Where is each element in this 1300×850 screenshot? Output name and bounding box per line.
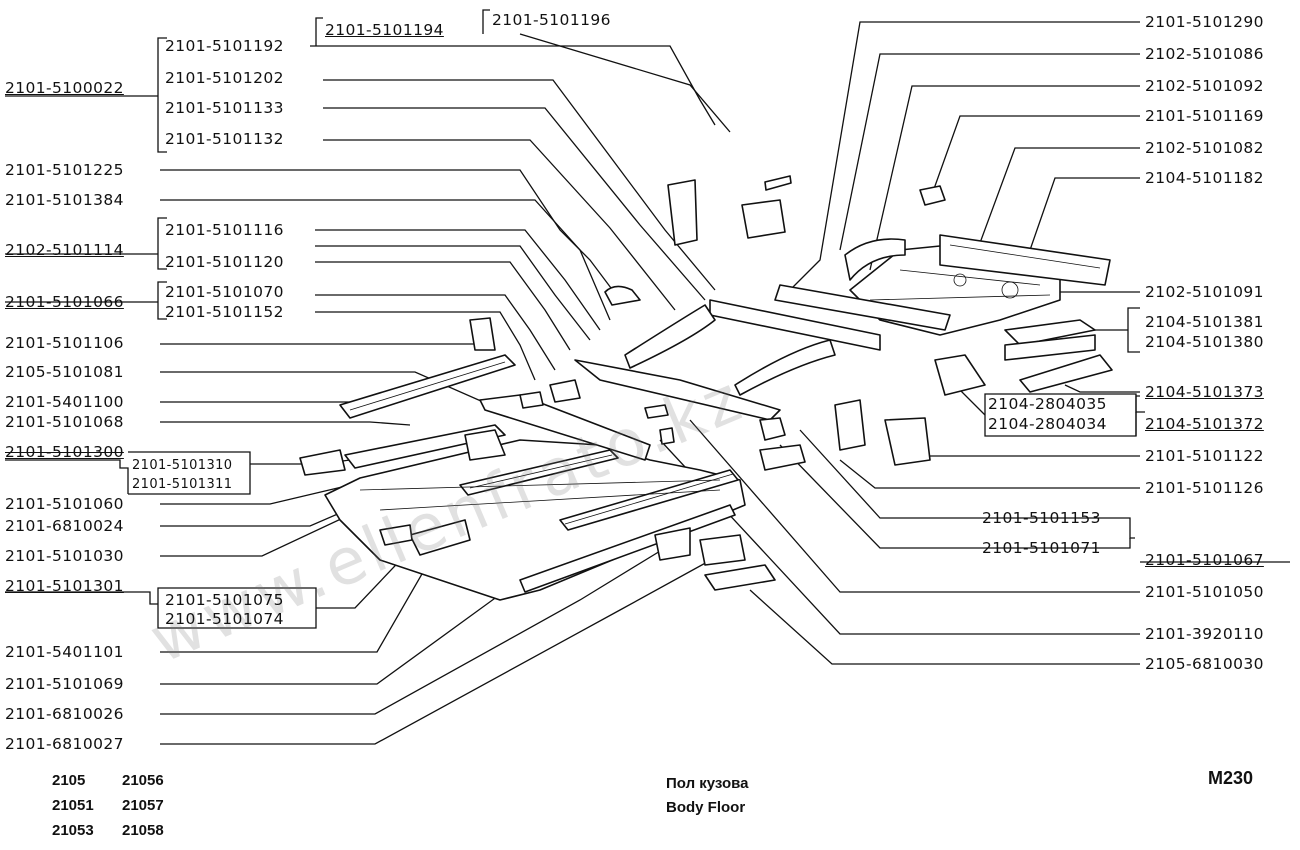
bracket-5101066 [157, 281, 167, 320]
label-2101-3920110: 2101-3920110 [1145, 625, 1264, 643]
label-2104-5101381: 2104-5101381 [1145, 313, 1264, 331]
title-ru: Пол кузова [666, 775, 749, 792]
floor-parts [299, 175, 1113, 601]
label-2105-6810030: 2105-6810030 [1145, 655, 1264, 673]
label-2104-5101372: 2104-5101372 [1145, 415, 1264, 433]
model-21051: 21051 [52, 797, 94, 814]
label-2101-5401100: 2101-5401100 [5, 393, 124, 411]
sill-left-1 [339, 354, 516, 419]
label-2105-5101081: 2105-5101081 [5, 363, 124, 381]
label-2101-5101132: 2101-5101132 [165, 130, 284, 148]
bracket-5100022 [157, 37, 167, 153]
cross-member [479, 394, 651, 461]
label-2101-5101120: 2101-5101120 [165, 253, 284, 271]
label-2102-5101092: 2102-5101092 [1145, 77, 1264, 95]
model-21056: 21056 [122, 772, 164, 789]
label-2102-5101082: 2102-5101082 [1145, 139, 1264, 157]
label-2101-5101300: 2101-5101300 [5, 443, 124, 461]
sill-left-3 [459, 449, 619, 496]
label-2101-5101152: 2101-5101152 [165, 303, 284, 321]
label-2101-5101106: 2101-5101106 [5, 334, 124, 352]
label-2101-5101050: 2101-5101050 [1145, 583, 1264, 601]
label-2101-5101060: 2101-5101060 [5, 495, 124, 513]
figure-code: M230 [1208, 768, 1254, 788]
label-2104-2804035: 2104-2804035 [988, 395, 1107, 413]
label-2104-5101380: 2104-5101380 [1145, 333, 1264, 351]
label-2101-5101169: 2101-5101169 [1145, 107, 1264, 125]
label-2101-5101068: 2101-5101068 [5, 413, 124, 431]
label-2101-6810024: 2101-6810024 [5, 517, 124, 535]
label-2101-5101202: 2101-5101202 [165, 69, 284, 87]
label-2101-5101126: 2101-5101126 [1145, 479, 1264, 497]
bracket-5102114 [157, 217, 167, 270]
sill-right-1 [559, 469, 739, 531]
label-2101-5101074: 2101-5101074 [165, 610, 284, 628]
label-2104-5101373: 2104-5101373 [1145, 383, 1264, 401]
label-2101-5101075: 2101-5101075 [165, 591, 284, 609]
bracket-5101301 [5, 591, 158, 605]
bracket-vertical [667, 179, 698, 246]
bracket-5101300 [5, 459, 129, 494]
label-2101-5101070: 2101-5101070 [165, 283, 284, 301]
label-2101-5101311: 2101-5101311 [132, 477, 233, 492]
label-2101-5101116: 2101-5101116 [165, 221, 284, 239]
label-2101-5101192: 2101-5101192 [165, 37, 284, 55]
label-2102-5101091: 2102-5101091 [1145, 283, 1264, 301]
label-2102-5101114: 2102-5101114 [5, 241, 124, 259]
title-en: Body Floor [666, 799, 746, 816]
label-2101-5101196: 2101-5101196 [492, 11, 611, 29]
model-21058: 21058 [122, 822, 164, 839]
label-2101-5101194: 2101-5101194 [325, 21, 444, 39]
label-2101-5101310: 2101-5101310 [132, 458, 233, 473]
label-2101-5100022: 2101-5100022 [5, 79, 124, 97]
model-21057: 21057 [122, 797, 164, 814]
label-2101-5101071: 2101-5101071 [982, 539, 1101, 557]
label-2101-5101069: 2101-5101069 [5, 675, 124, 693]
label-2101-6810026: 2101-6810026 [5, 705, 124, 723]
label-2101-5101067: 2101-5101067 [1145, 551, 1264, 569]
rear-cross-member [709, 299, 881, 351]
bracket-5101194 [315, 17, 323, 46]
label-2101-6810027: 2101-6810027 [5, 735, 124, 753]
label-2101-5101225: 2101-5101225 [5, 161, 124, 179]
label-2104-5101182: 2104-5101182 [1145, 169, 1264, 187]
label-2101-5101133: 2101-5101133 [165, 99, 284, 117]
label-2101-5101066: 2101-5101066 [5, 293, 124, 311]
label-2101-5101030: 2101-5101030 [5, 547, 124, 565]
floor-pan-left [324, 439, 746, 601]
label-2101-5101153: 2101-5101153 [982, 509, 1101, 527]
label-2101-5101290: 2101-5101290 [1145, 13, 1264, 31]
model-2105: 2105 [52, 772, 86, 789]
model-21053: 21053 [52, 822, 94, 839]
label-2101-5101301: 2101-5101301 [5, 577, 124, 595]
label-2104-2804034: 2104-2804034 [988, 415, 1107, 433]
label-2101-5101384: 2101-5101384 [5, 191, 124, 209]
label-2101-5101122: 2101-5101122 [1145, 447, 1264, 465]
label-2101-5401101: 2101-5401101 [5, 643, 124, 661]
bracket-5101196 [482, 9, 490, 34]
label-2102-5101086: 2102-5101086 [1145, 45, 1264, 63]
